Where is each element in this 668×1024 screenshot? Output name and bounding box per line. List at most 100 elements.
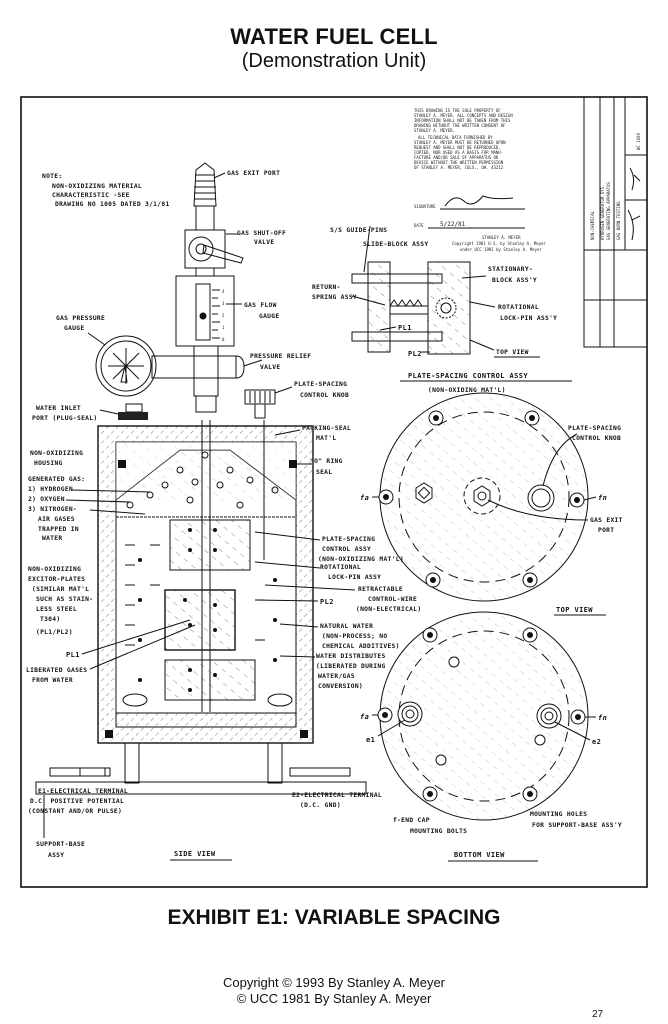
proprietary-notice: THIS DRAWING IS THE SOLE PROPERTY OF STA… [414,108,547,252]
drawing-label: PORT (PLUG-SEAL) [32,415,97,422]
guide-pin-upper [351,273,443,284]
copyright-line-1: Copyright © 1993 By Stanley A. Meyer [222,975,446,990]
drawing-label: TOP VIEW [496,349,529,356]
drawing-label: TRAPPED IN [38,526,79,533]
rotational-lock-pin [435,297,457,319]
drawing-label: GAS PRESSURE [56,315,105,322]
water-inlet-hex [415,482,433,504]
drawing-label: (NON-ELECTRICAL) [356,606,421,613]
drawing-label: CONVERSION) [318,683,363,690]
drawing-label: FOR SUPPORT-BASE ASS'Y [532,822,622,829]
drawing-label: RETRACTABLE [358,586,403,593]
stamp-line-2: Copyright 1981 U.S. by Stanley A. Meyer [452,241,547,246]
title-block: NON-CHEMICAL HYDROGEN GENERATOR SYS. GAS… [583,96,648,348]
drawing-label: WATER [42,535,62,542]
signature-scribble [444,195,514,207]
drawing-label: VALVE [260,364,280,371]
drawing-label: PL1 [398,324,412,332]
title-block-line-4: GAS BURN TESTING [616,201,621,240]
drawing-label: STANLEY A. MEYER MUST BE RETURNED UPON [414,140,506,145]
drawing-label: SUCH AS STAIN- [36,596,93,603]
drawing-label: SUPPORT-BASE [36,841,85,848]
drawing-label: EXCITOR-PLATES [28,576,85,583]
support-assembly [35,742,367,795]
side-view-labels: GAS EXIT PORT GAS SHUT-OFF VALVE GAS FLO… [26,170,421,861]
drawing-label: fn [598,714,607,722]
drawing-label: PL1 [66,651,80,659]
drawing-label: BLOCK ASS'Y [492,277,537,284]
drawing-label: E2-ELECTRICAL TERMINAL [292,792,382,799]
drawing-label: DRAWING NO 1005 DATED 3/1/81 [55,201,170,208]
drawing-label: PRESSURE RELIEF [250,353,311,360]
drawing-label: AIR GASES [38,516,75,523]
exhibit-caption: EXHIBIT E1: VARIABLE SPACING [167,906,501,929]
drawing-label: GENERATED GAS: [28,476,85,483]
copyright-line-2: © UCC 1981 By Stanley A. Meyer [236,991,432,1006]
control-assy-title: PLATE-SPACING CONTROL ASSY [408,372,528,380]
stationary-block [427,261,471,355]
drawing-label: FROM WATER [32,677,73,684]
drawing-label: MOUNTING BOLTS [410,828,467,835]
drawing-label: 3 [222,301,225,306]
drawing-label: PL2 [320,598,334,606]
plate-pl1 [164,589,236,651]
drawing-label: GAS EXIT PORT [227,170,280,177]
pressure-relief-valve [235,355,245,379]
drawing-label: 1 [222,325,225,330]
drawing-frame [20,96,648,888]
drawing-label: DEVICE WITHOUT THE WRITTEN PERMISSION [414,160,504,165]
bottom-view-labels: fa fn e1 e2 f-END CAP MOUNTING BOLTS MOU… [360,713,622,862]
drawing-label: CHEMICAL ADDITIVES) [322,643,400,650]
side-view-fittings: 4 3 2 1 0 [95,162,276,420]
drawing-label: T304) [40,616,60,623]
drawing-label: 4 [222,289,225,294]
bottom-view [372,611,596,821]
drawing-label: 2 [222,313,225,318]
drawing-label: 2) OXYGEN [28,496,65,503]
drawing-label: (NON-OXIDIZING MAT'L) [318,556,404,563]
drawing-label: E1-ELECTRICAL TERMINAL [38,788,128,795]
drawing-label: COPIED, NOR USED AS A BASIS FOR MANU- [414,150,503,155]
drawing-label: (NON-OXIDING MAT'L) [428,387,506,394]
page-number: 27 [592,1009,604,1020]
return-spring [389,299,423,307]
note-block: NOTE: NON-OXIDIZING MATERIAL CHARACTERIS… [42,173,170,208]
title-block-line-2: HYDROGEN GENERATOR SYS. [600,185,605,240]
drawing-label: SEAL [316,469,332,476]
drawing-label: S/S GUIDE-PINS [330,227,387,234]
drawing-label: PACKING-SEAL [302,425,351,432]
bottom-view-title: BOTTOM VIEW [454,851,505,859]
title-block-drawing-no: WC 1009 [636,133,641,150]
drawing-label: DRAWING WITHOUT THE WRITTEN CONSENT OF [414,123,506,128]
drawing-label: WATER INLET [36,405,81,412]
cell-housing [97,420,314,744]
drawing-label: GAS FLOW [244,302,277,309]
title-block-line-1: NON-CHEMICAL [590,211,595,240]
drawing-label: e2 [592,738,601,746]
drawing-label: WATER DISTRIBUTES [316,653,386,660]
drawing-label: MOUNTING HOLES [530,811,587,818]
drawing-label: NON-OXIDIZING [30,450,83,457]
drawing-label: CONTROL ASSY [322,546,371,553]
drawing-label: CONTROL KNOB [300,392,349,399]
drawing-label: REQUEST AND SHALL NOT BE REPRODUCED, [414,145,501,150]
gas-exit-port [193,162,217,207]
drawing-label: ROTATIONAL [320,564,361,571]
drawing-label: CONTROL KNOB [572,435,621,442]
top-view-title: TOP VIEW [556,606,593,614]
gas-shutoff-valve [184,229,226,269]
slide-block [367,261,391,353]
drawing-label: NOTE: [42,173,62,180]
drawing-label: STANLEY A. MEYER. ALL CONCEPTS AND DESIG… [414,113,513,118]
water-inlet-port [125,403,143,413]
drawing-label: OF STANLEY A. MEYER, COLS., OH. 43212 [414,165,504,170]
drawing-label: GAUGE [64,325,84,332]
drawing-label: LIBERATED GASES [26,667,87,674]
drawing-label: PLATE-SPACING [568,425,621,432]
guide-pin-lower [351,331,443,342]
drawing-label: VALVE [254,239,274,246]
support-base [35,781,367,795]
control-assy-labels: S/S GUIDE-PINS SLIDE-BLOCK ASSY RETURN- … [312,227,572,394]
drawing-label: RETURN- [312,284,341,291]
drawing-label: (PL1/PL2) [36,629,73,636]
